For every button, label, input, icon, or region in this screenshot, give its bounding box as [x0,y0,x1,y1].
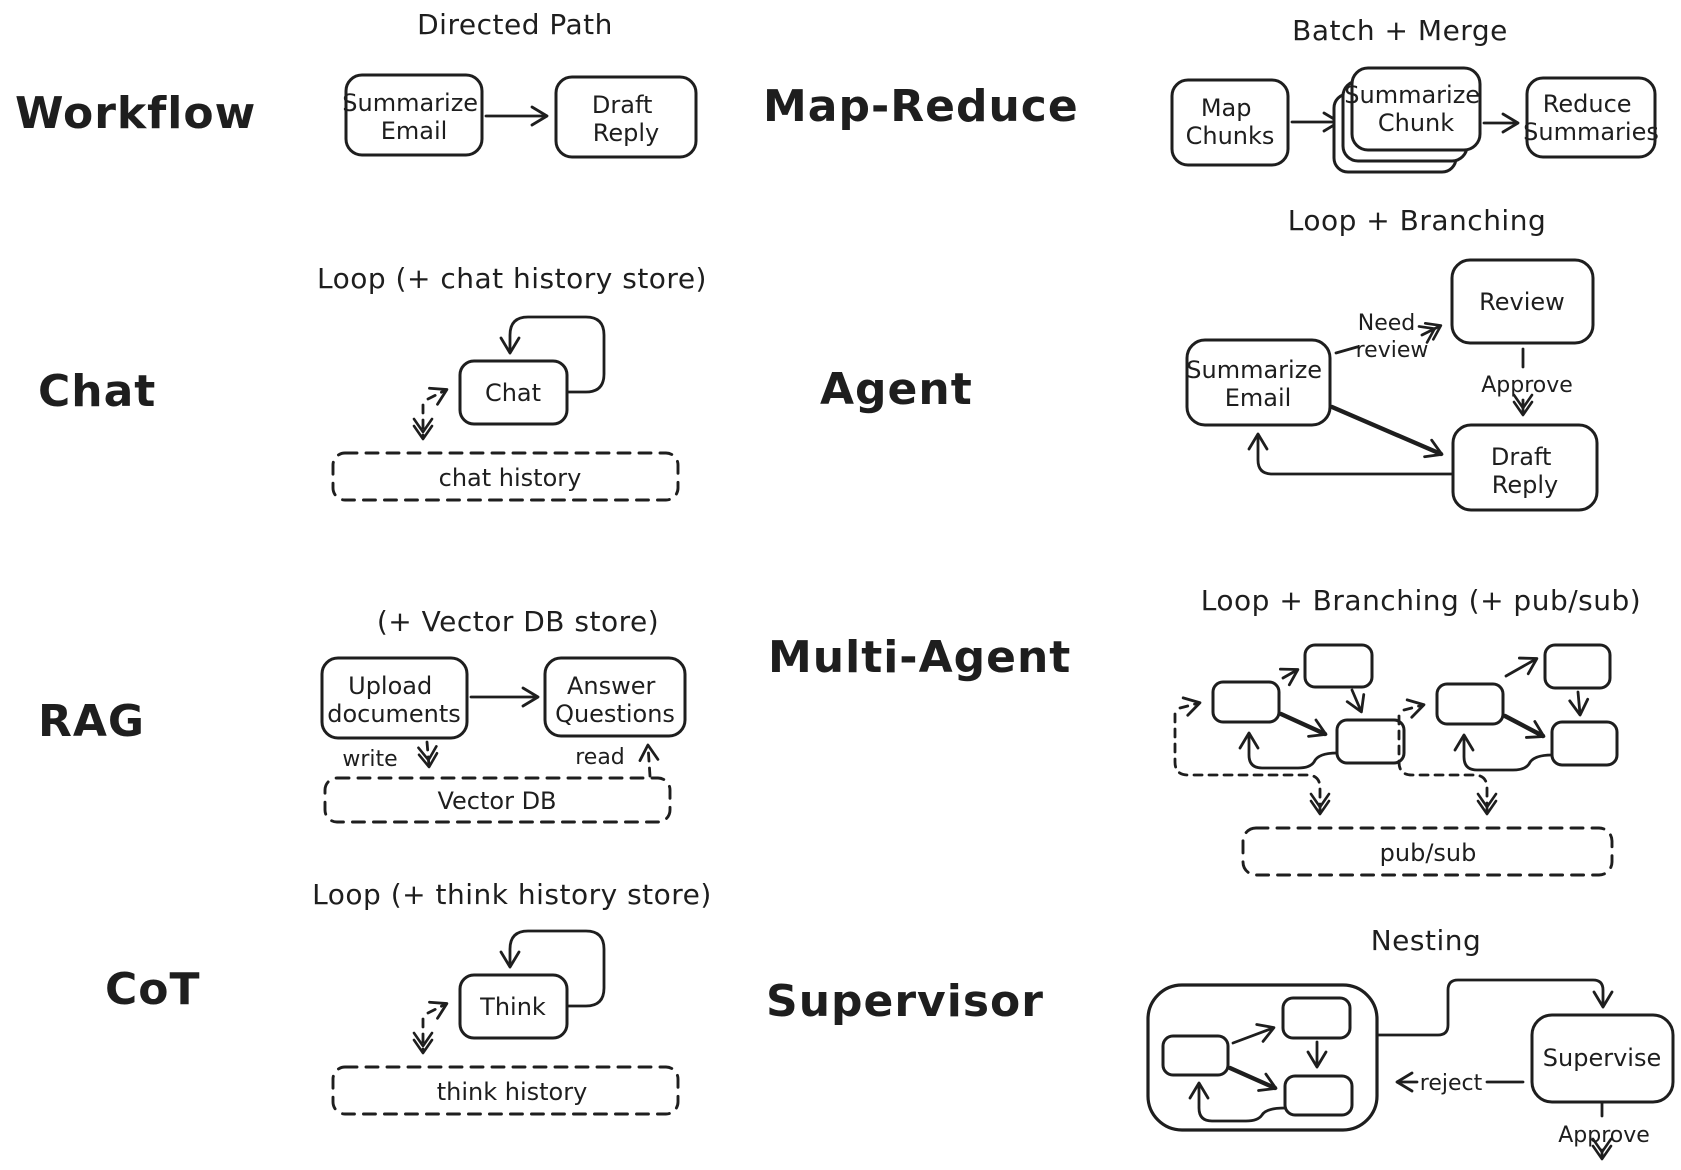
rag-answer-box [543,656,687,738]
cluster2-top-node [1543,643,1612,690]
cluster1-left-node [1211,680,1281,724]
nested-left-node [1161,1034,1230,1077]
section-map-reduce: Batch + Merge Map-Reduce Map Chunks Summ… [763,14,1659,174]
cluster1-pubsub-dashed-arrow [1173,712,1331,816]
cot-title: Loop (+ think history store) [312,878,712,911]
section-workflow: Directed Path Workflow Summarize Email D… [15,8,698,159]
agent-summarize-email-label: Summarize Email [1186,356,1329,412]
agent-title: Loop + Branching [1288,204,1546,237]
rag-label: RAG [38,696,145,747]
rag-read-label: read [575,745,625,770]
think-box [458,973,569,1040]
chat-entry-dashed-arrow [426,386,449,406]
rag-write-arrow [417,740,439,769]
chat-title: Loop (+ chat history store) [317,262,707,295]
map-reduce-title: Batch + Merge [1292,14,1508,47]
chat-box [458,359,569,426]
think-box-label: Think [479,993,546,1021]
rag-answer-label: Answer Questions [555,672,675,728]
section-chat: Loop (+ chat history store) Chat Chat ch… [38,262,707,502]
section-supervisor: Nesting Supervisor Supervise reject Appr… [766,924,1675,1161]
cluster2-pubsub-dashed-arrow [1397,714,1498,816]
nested-direct-arrow [1227,1065,1278,1092]
chat-box-label: Chat [485,379,541,407]
rag-write-label: write [342,747,397,772]
reduce-summaries-label: Reduce Summaries [1523,90,1659,146]
cluster1-branch-arrow [1278,667,1300,687]
cluster1-down-arrow [1345,688,1366,714]
cluster2-down-arrow [1568,690,1590,717]
agent-review-box [1450,258,1595,345]
reject-label: reject [1420,1071,1483,1096]
think-history-label: think history [437,1078,588,1106]
workflow-summarize-email-box [344,73,484,157]
cluster2-left-node [1435,682,1505,726]
cot-label: CoT [105,964,201,1015]
pubsub-label: pub/sub [1380,839,1477,867]
cluster2-loopback-arrow [1453,733,1554,772]
nested-branch-arrow [1231,1023,1276,1045]
agent-approve-label: Approve [1481,373,1573,398]
supervise-approve-label: Approve [1558,1123,1650,1148]
section-cot: Loop (+ think history store) CoT Think t… [105,878,712,1116]
section-rag: (+ Vector DB store) RAG Upload documents… [38,605,687,824]
multi-agent-cluster-2 [1397,643,1619,816]
reduce-summaries-box [1525,76,1657,159]
rag-read-arrow [638,743,660,778]
map-reduce-label: Map-Reduce [763,81,1079,132]
cot-self-loop [499,929,606,1008]
agent-need-review-label: Need review [1356,311,1429,363]
chat-label: Chat [38,366,156,417]
supervisor-title: Nesting [1371,924,1482,957]
cluster1-top-node [1303,643,1374,689]
cluster2-branch-arrow [1504,656,1539,678]
container-to-supervise-arrow [1375,978,1614,1037]
cluster1-bottom-node [1335,718,1406,765]
workflow-label: Workflow [15,88,256,139]
cluster1-entry-dashed-arrow [1178,696,1202,717]
cluster1-direct-arrow [1278,711,1328,738]
supervise-label: Supervise [1543,1044,1661,1072]
supervisor-label: Supervisor [766,976,1044,1027]
agent-direct-arrow [1329,404,1444,459]
workflow-draft-reply-box [554,75,698,159]
workflow-draft-reply-label: Draft Reply [592,91,660,147]
multi-agent-title: Loop + Branching (+ pub/sub) [1201,584,1641,617]
nested-bottom-node [1283,1074,1354,1117]
agent-draft-reply-box [1451,423,1599,512]
cluster2-bottom-node [1550,720,1619,767]
pubsub-store-box [1241,826,1614,877]
agent-loopback-arrow [1247,432,1455,476]
summarize-chunk-box [1350,66,1482,152]
workflow-summarize-email-label: Summarize Email [342,89,485,145]
cot-entry-dashed-arrow [426,1000,449,1020]
cluster1-loopback-arrow [1238,731,1339,770]
section-agent: Loop + Branching Agent Review Summarize … [820,204,1599,512]
chat-history-label: chat history [439,464,582,492]
rag-title: (+ Vector DB store) [377,605,659,638]
summarize-chunk-label: Summarize Chunk [1344,81,1487,137]
nested-loopback-arrow [1188,1081,1287,1123]
rag-vector-db-label: Vector DB [437,787,556,815]
section-multi-agent: Loop + Branching (+ pub/sub) Multi-Agent [768,584,1641,877]
agent-review-label: Review [1479,288,1565,316]
agent-label: Agent [820,364,973,415]
cluster2-entry-dashed-arrow [1402,698,1426,719]
map-chunks-box [1170,78,1290,167]
workflow-title: Directed Path [417,8,613,41]
agent-draft-reply-label: Draft Reply [1491,443,1559,499]
cluster2-direct-arrow [1502,713,1546,739]
agent-need-review-tick [1334,345,1359,355]
multi-agent-cluster-1 [1173,643,1406,816]
rag-upload-box [320,656,469,740]
agent-need-review-arrow [1417,322,1443,344]
multi-agent-label: Multi-Agent [768,632,1071,683]
agent-summarize-email-box [1185,338,1332,427]
chat-self-loop [499,315,606,394]
map-chunks-label: Map Chunks [1186,94,1275,150]
rag-upload-label: Upload documents [327,672,461,728]
nested-top-node [1281,996,1352,1040]
